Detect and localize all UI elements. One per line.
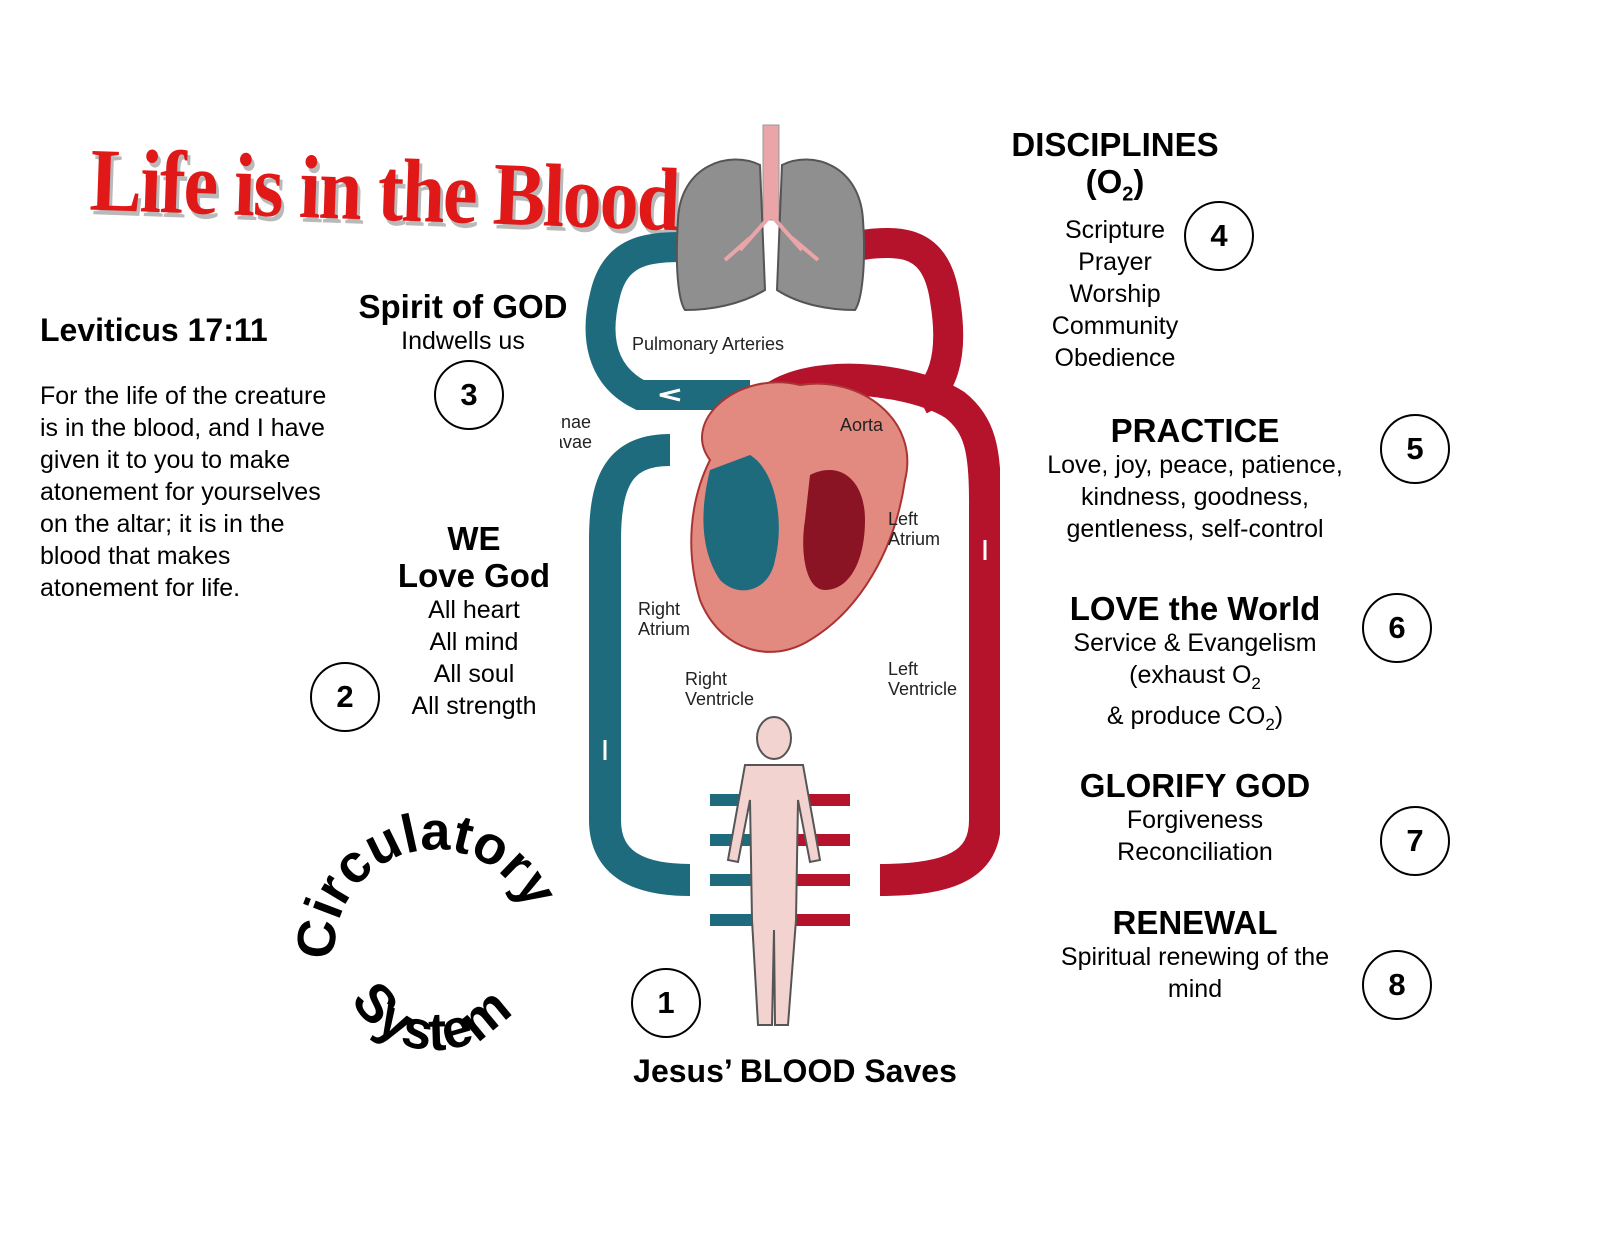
step-3-badge: 3	[434, 360, 504, 430]
step-4-line: Scripture	[1064, 215, 1166, 244]
circular-title-bottom: System	[340, 971, 521, 1063]
step-2-line: All strength	[411, 692, 537, 720]
circular-title: Circulatory System	[290, 801, 570, 1063]
right-heart-chambers	[703, 455, 779, 591]
step-5-line: gentleness, self-control	[1066, 515, 1324, 543]
left-heart-chambers	[803, 470, 865, 590]
step-2-line: All mind	[429, 628, 519, 656]
step-2-badge: 2	[310, 662, 380, 732]
step-6-line: Service & Evangelism	[1073, 629, 1317, 657]
label-left-ventricle-2: Ventricle	[888, 679, 957, 699]
step-7-line: Reconciliation	[1117, 838, 1273, 866]
left-lung	[675, 158, 767, 312]
step-2-line: All heart	[428, 596, 520, 624]
step-5-line: kindness, goodness,	[1081, 483, 1309, 511]
label-venae: Venae	[560, 412, 591, 432]
body-capillaries-arterial	[785, 794, 850, 926]
label-left-atrium-1: Left	[888, 509, 918, 529]
svg-text:Circulatory: Circulatory	[290, 801, 570, 961]
step-5-block: PRACTICE Love, joy, peace, patience, kin…	[1010, 412, 1380, 545]
label-right-ventricle-1: Right	[685, 669, 727, 689]
step-6-heading: LOVE the World	[1069, 590, 1321, 627]
step-8-heading: RENEWAL	[1112, 904, 1278, 941]
step-4-line: Worship	[1069, 279, 1161, 308]
trachea	[762, 124, 780, 221]
circulatory-diagram: Pulmonary Arteries Venae Cavae Aorta Lef…	[560, 124, 1000, 1026]
step-3-line: Indwells us	[401, 327, 525, 355]
step-2-line: All soul	[433, 660, 515, 688]
step-4-formula: (O2)	[1085, 163, 1145, 206]
step-4-line: Prayer	[1078, 247, 1152, 276]
step-4-badge: 4	[1184, 201, 1254, 271]
step-5-heading: PRACTICE	[1110, 412, 1280, 449]
step-6-badge: 6	[1362, 593, 1432, 663]
label-left-ventricle-1: Left	[888, 659, 918, 679]
step-6-block: LOVE the World Service & Evangelism (exh…	[1030, 590, 1360, 741]
step-7-heading: GLORIFY GOD	[1079, 767, 1311, 804]
label-pulmonary-arteries: Pulmonary Arteries	[632, 334, 784, 354]
label-right-atrium-1: Right	[638, 599, 680, 619]
step-3-block: Spirit of GOD Indwells us	[348, 288, 578, 357]
flow-arrow	[659, 388, 681, 402]
label-aorta: Aorta	[840, 415, 884, 435]
bronchi	[723, 213, 820, 262]
step-4-line: Obedience	[1054, 343, 1176, 372]
step-6-line: (exhaust O2	[1129, 661, 1261, 693]
label-left-atrium-2: Atrium	[888, 529, 940, 549]
step-2-block: WE Love God All heart All mind All soul …	[384, 520, 564, 722]
label-cavae: Cavae	[560, 432, 592, 452]
step-2-heading-line1: WE	[447, 520, 501, 557]
step-7-block: GLORIFY GOD Forgiveness Reconciliation	[1040, 767, 1350, 868]
step-8-badge: 8	[1362, 950, 1432, 1020]
step-5-line: Love, joy, peace, patience,	[1047, 451, 1343, 479]
step-1-badge: 1	[631, 968, 701, 1038]
step-4-heading: DISCIPLINES	[1011, 126, 1219, 163]
step-3-heading: Spirit of GOD	[358, 288, 568, 325]
step-4-block: DISCIPLINES (O2) Scripture Prayer Worshi…	[990, 126, 1240, 374]
step-5-badge: 5	[1380, 414, 1450, 484]
step-1-heading: Jesus’ BLOOD Saves	[633, 1053, 957, 1089]
step-4-line: Community	[1051, 311, 1179, 340]
human-figure	[726, 716, 822, 1026]
label-right-atrium-2: Atrium	[638, 619, 690, 639]
label-right-ventricle-2: Ventricle	[685, 689, 754, 709]
step-6-line: & produce CO2)	[1106, 702, 1284, 734]
svg-text:System: System	[340, 971, 521, 1063]
right-lung	[775, 158, 865, 312]
circular-title-top: Circulatory	[290, 801, 570, 961]
vena-cava	[589, 434, 691, 896]
scripture-reference: Leviticus 17:11	[40, 312, 268, 348]
step-8-line: mind	[1167, 975, 1223, 1003]
step-7-badge: 7	[1380, 806, 1450, 876]
step-2-heading-line2: Love God	[397, 557, 551, 594]
scripture-text: For the life of the creature is in the b…	[40, 382, 327, 602]
step-8-block: RENEWAL Spiritual renewing of the mind	[1030, 904, 1360, 1005]
step-7-line: Forgiveness	[1126, 806, 1264, 834]
step-8-line: Spiritual renewing of the	[1060, 943, 1330, 971]
